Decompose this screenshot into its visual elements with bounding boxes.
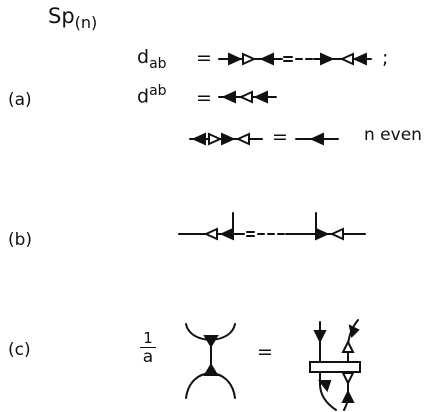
group-name: Sp <box>48 4 75 28</box>
symmetrizer-box <box>309 361 361 373</box>
panel-label-a: (a) <box>8 90 32 110</box>
panel-label-c: (c) <box>8 340 31 360</box>
d-upper-index-label: dab <box>137 83 167 108</box>
diagram-title: Sp(n) <box>48 6 97 31</box>
n-even-condition: n even <box>364 125 422 145</box>
panel-b-left-graph <box>178 212 245 241</box>
filled-arrow-right <box>228 52 243 66</box>
open-arrow-right <box>242 52 257 66</box>
separator: ; <box>382 47 389 69</box>
d-upper-ab-graph <box>218 90 277 104</box>
panel-b-right-graph <box>285 212 366 241</box>
filled-arrow-left <box>259 52 274 66</box>
equals-sign-a3: = <box>272 126 288 148</box>
fraction-numerator: 1 <box>140 331 156 348</box>
group-argument: (n) <box>74 13 98 32</box>
single-arrow-graph <box>295 132 339 146</box>
n-even-chain-graph <box>189 132 263 146</box>
panel-c-right-graph <box>309 319 361 411</box>
fraction-denominator: a <box>142 347 154 367</box>
fraction-one-over-a: 1 a <box>140 331 156 366</box>
equals-sign-c: = <box>257 341 273 363</box>
equals-sign-a2: = <box>196 87 212 109</box>
d-lower-index-label: dab <box>137 46 167 72</box>
d-ab-left-side <box>218 52 283 66</box>
equals-minus-dashes <box>283 56 313 62</box>
equals-minus-dashes-b <box>246 231 285 237</box>
panel-c-left-graph <box>185 323 236 399</box>
equals-sign-a1: = <box>196 47 212 69</box>
d-ab-right-side <box>313 52 372 66</box>
panel-label-b: (b) <box>8 230 33 250</box>
